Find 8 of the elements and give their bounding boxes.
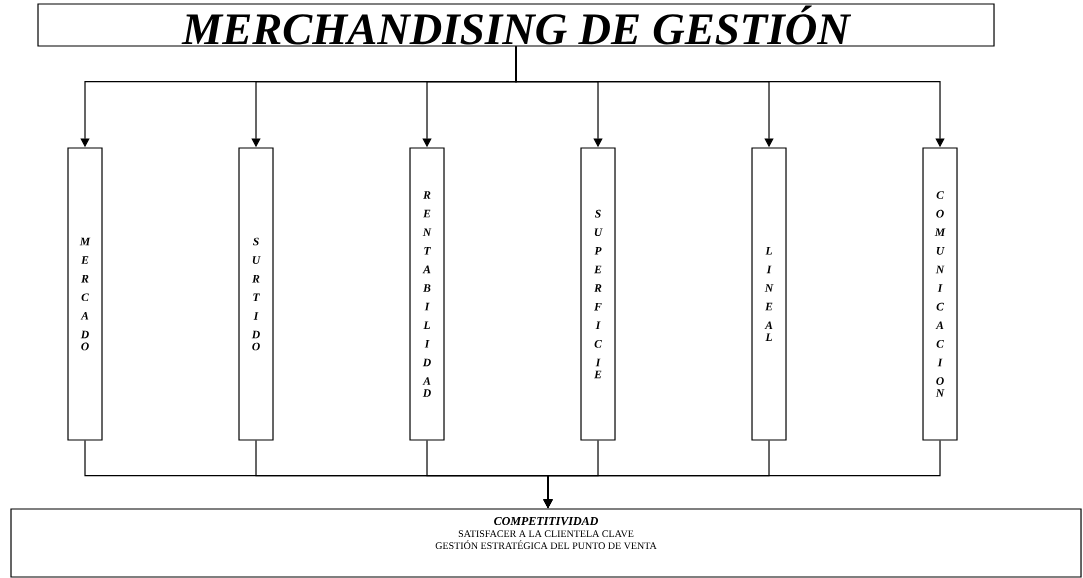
title-box: MERCHANDISING DE GESTIÓN <box>37 3 995 47</box>
category-box: COMUNICACION <box>922 147 958 441</box>
result-box: COMPETITIVIDAD SATISFACER A LA CLIENTELA CLAVE GESTIÓN ESTRATÉGICA DEL PUNTO DE VENTA <box>10 508 1082 578</box>
category-box: RENTABILIDAD <box>409 147 445 441</box>
category-box: LINEAL <box>751 147 787 441</box>
category-box: SURTIDO <box>238 147 274 441</box>
category-box: SUPERFICIE <box>580 147 616 441</box>
category-box: MERCADO <box>67 147 103 441</box>
